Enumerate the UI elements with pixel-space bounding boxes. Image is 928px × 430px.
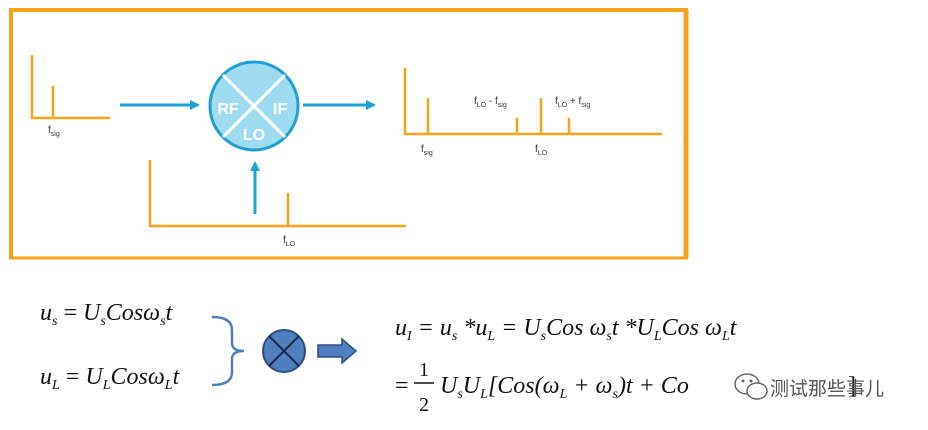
output-flo-label: f <box>535 144 538 155</box>
mixer-lo-label: LO <box>243 127 265 144</box>
svg-text:fsig: fsig <box>48 125 60 138</box>
output-flo-sub: LO <box>538 150 548 157</box>
multiply-circle-icon <box>262 329 306 373</box>
ui-equation-line2: = 1 2 UsUL[Cos(ωL + ωs)t + Co ] <box>395 359 856 416</box>
lo-spectrum: fLO <box>148 160 406 248</box>
eq2-denominator: 2 <box>419 394 429 416</box>
output-spectrum: fsig fLO fLO - fsig fLO + fsig <box>403 68 662 157</box>
svg-text:fLO: fLO <box>283 235 296 248</box>
output-fsig-label: f <box>421 144 424 155</box>
input-spectrum: fsig <box>30 55 110 138</box>
input-fsig-sub: sig <box>51 131 60 138</box>
mixer-if-label: IF <box>273 101 287 118</box>
mixer-rf-label: RF <box>217 101 239 118</box>
input-fsig-label: f <box>48 125 51 136</box>
ui-equation-line1: uI = us *uL = UsCos ωst *ULCos ωLt <box>395 315 738 344</box>
ul-equation: uL = ULCosωLt <box>40 364 181 393</box>
svg-text:fLO: fLO <box>535 144 548 157</box>
eq2-close-bracket: ] <box>848 373 856 399</box>
diff-frequency-label: fLO - fsig <box>474 96 507 109</box>
eq2-body: UsUL[Cos(ωL + ωs)t + Co <box>440 373 689 402</box>
us-equation: us = UsCosωst <box>40 300 174 329</box>
bracket-icon <box>211 315 245 387</box>
mixer-icon: RF IF LO <box>208 60 300 152</box>
wechat-icon <box>734 373 768 400</box>
right-arrow-icon <box>317 337 358 365</box>
sum-frequency-label: fLO + fsig <box>555 96 590 109</box>
orange-frame <box>9 8 689 260</box>
output-fsig-sub: sig <box>424 150 433 157</box>
svg-text:fsig: fsig <box>421 144 433 157</box>
eq2-equals: = <box>395 373 409 399</box>
lo-flo-sub: LO <box>286 241 296 248</box>
eq2-numerator: 1 <box>419 359 429 381</box>
watermark-text: 测试那些事儿 <box>770 378 884 400</box>
lo-flo-label: f <box>283 235 286 246</box>
watermark: 测试那些事儿 <box>734 373 884 400</box>
